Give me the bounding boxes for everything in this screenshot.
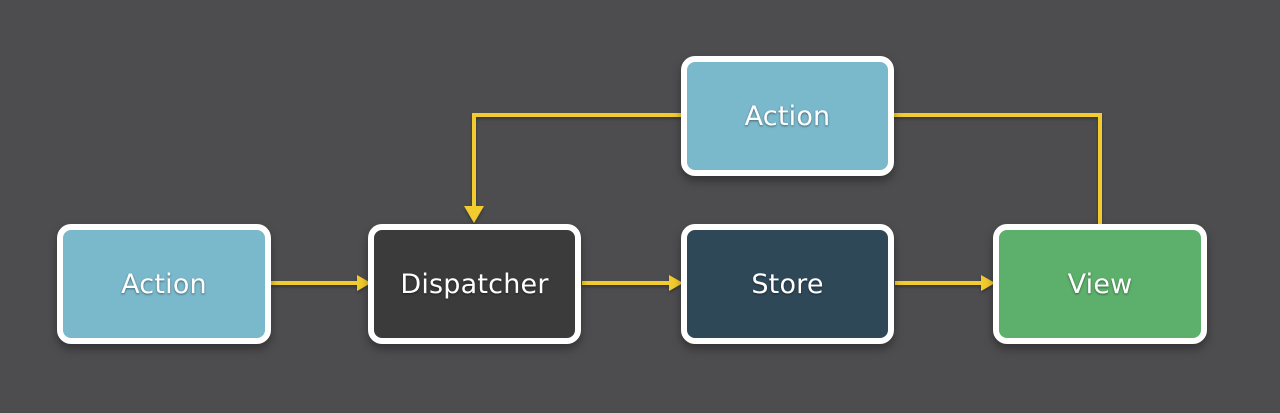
node-action-left-label: Action — [121, 268, 207, 300]
connector-view-to-action-top — [893, 113, 1102, 226]
node-view[interactable]: View — [993, 224, 1207, 344]
node-action-left[interactable]: Action — [57, 224, 271, 344]
node-action-top[interactable]: Action — [681, 56, 894, 176]
node-dispatcher-label: Dispatcher — [400, 268, 549, 300]
node-store[interactable]: Store — [681, 224, 894, 344]
connector-store-to-view — [895, 275, 995, 291]
node-action-top-label: Action — [744, 100, 831, 132]
node-view-label: View — [1067, 268, 1133, 300]
node-store-label: Store — [751, 268, 824, 300]
connector-action-to-dispatcher — [271, 275, 371, 291]
node-dispatcher[interactable]: Dispatcher — [368, 224, 581, 344]
connector-dispatcher-to-store — [582, 275, 683, 291]
connector-action-top-to-dispatcher — [464, 113, 683, 223]
